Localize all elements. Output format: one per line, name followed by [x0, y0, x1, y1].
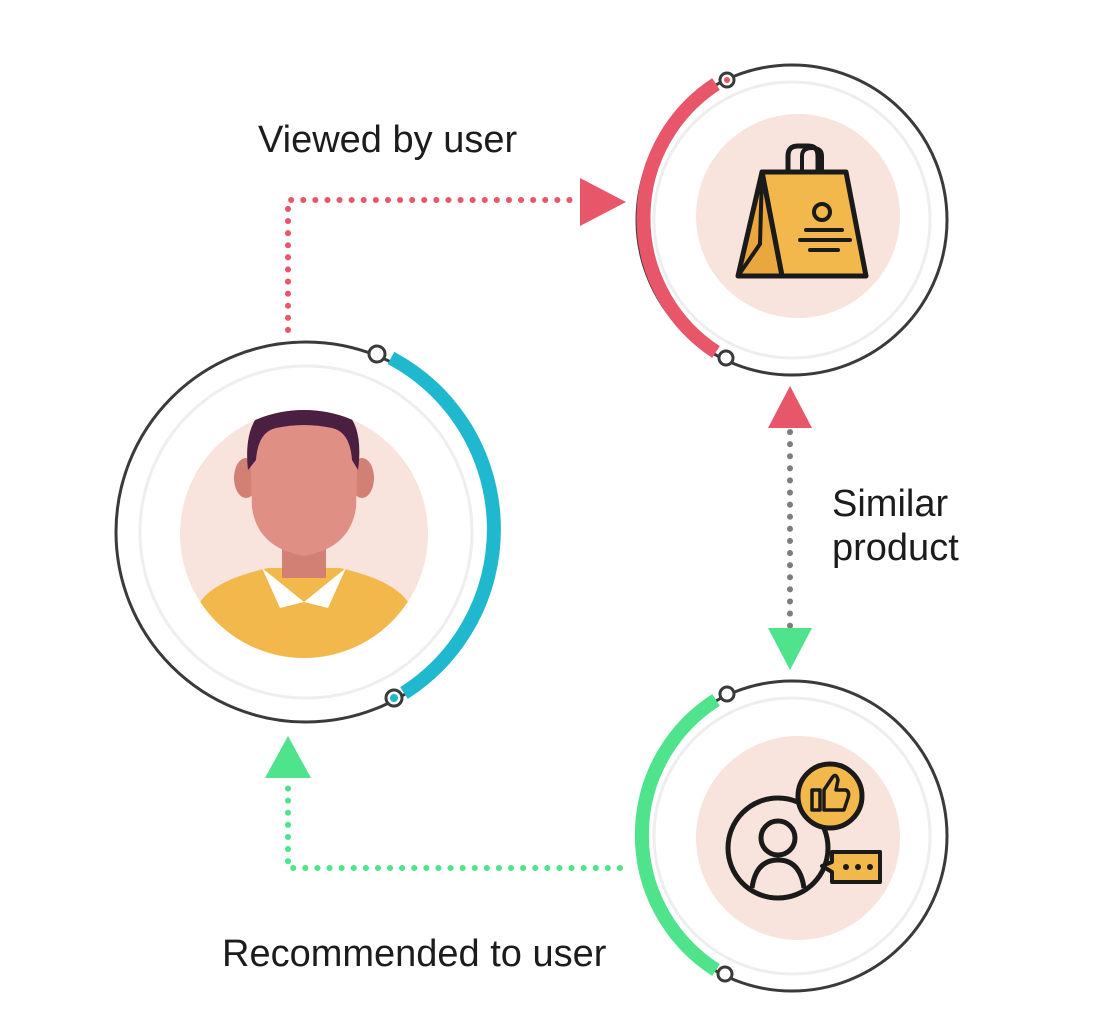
- user-node: [114, 340, 501, 724]
- thumbs-up-icon: [795, 761, 865, 831]
- connector-viewed: [285, 178, 626, 333]
- similar-product-line-1: Similar: [832, 483, 949, 525]
- user-avatar-icon: [180, 410, 428, 658]
- arrow-down-icon: [768, 628, 812, 670]
- similar-product-label: Similar product: [832, 482, 959, 570]
- connector-similar: [768, 386, 812, 670]
- arrow-up-icon: [768, 386, 812, 428]
- chat-bubble-icon: [820, 850, 882, 884]
- recommend-user-icon: [696, 736, 900, 940]
- viewed-by-user-label: Viewed by user: [258, 119, 518, 161]
- similar-product-line-2: product: [832, 527, 959, 569]
- shopping-bag-icon: [696, 114, 900, 318]
- product-node: [635, 63, 949, 377]
- connector-recommended: [265, 736, 623, 871]
- arrow-up-icon: [265, 736, 311, 778]
- recommended-to-user-label: Recommended to user: [222, 933, 607, 975]
- arrow-right-icon: [580, 178, 626, 226]
- recommendation-node: [634, 679, 949, 993]
